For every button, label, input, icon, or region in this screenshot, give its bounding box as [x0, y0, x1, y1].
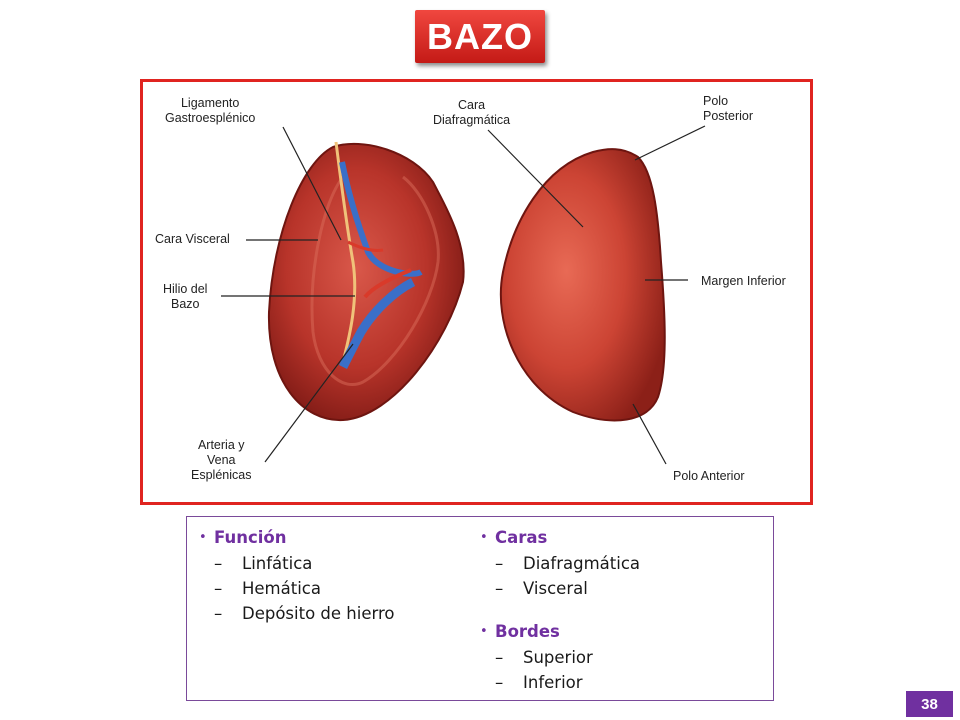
label-margen-inferior: Margen Inferior: [701, 274, 786, 288]
list-item: –Depósito de hierro: [214, 604, 395, 623]
leader-lines: [221, 125, 706, 465]
list-item: –Superior: [495, 648, 593, 667]
list-item: –Diafragmática: [495, 554, 640, 573]
heading-bordes: • Bordes: [480, 619, 640, 645]
label-cara-visceral: Cara Visceral: [155, 232, 230, 246]
label-polo-anterior: Polo Anterior: [673, 469, 745, 483]
heading-caras: • Caras: [480, 525, 640, 551]
label-cara-diafragmatica: Cara Diafragmática: [433, 98, 511, 127]
list-item: –Linfática: [214, 554, 313, 573]
spleen-visceral-view: [267, 141, 465, 422]
label-polo-posterior: Polo Posterior: [703, 94, 754, 123]
spleen-diaphragmatic-view: [499, 148, 666, 422]
heading-funcion: • Función: [199, 525, 395, 551]
slide-title: BAZO: [415, 10, 545, 63]
spleen-illustration-frame: Ligamento Gastroesplénico Cara Diafragmá…: [140, 79, 813, 505]
list-item: –Inferior: [495, 673, 583, 692]
label-ligamento-gastroesplenico: Ligamento Gastroesplénico: [165, 96, 256, 125]
bullet-dot-icon: •: [199, 530, 207, 545]
column-funcion: • Función –Linfática –Hemática –Depósito…: [199, 525, 395, 626]
list-item: –Visceral: [495, 579, 588, 598]
spleen-illustration: [221, 125, 706, 465]
bullet-dot-icon: •: [480, 624, 488, 639]
column-caras-bordes: • Caras –Diafragmática –Visceral • Borde…: [480, 525, 640, 695]
info-box: • Función –Linfática –Hemática –Depósito…: [186, 516, 774, 701]
list-item: –Hemática: [214, 579, 321, 598]
label-hilio-del-bazo: Hilio del Bazo: [163, 282, 208, 311]
bullet-dot-icon: •: [480, 530, 488, 545]
label-arteria-vena-esplenicas: Arteria y Vena Esplénicas: [191, 438, 252, 482]
page-number: 38: [906, 691, 953, 717]
